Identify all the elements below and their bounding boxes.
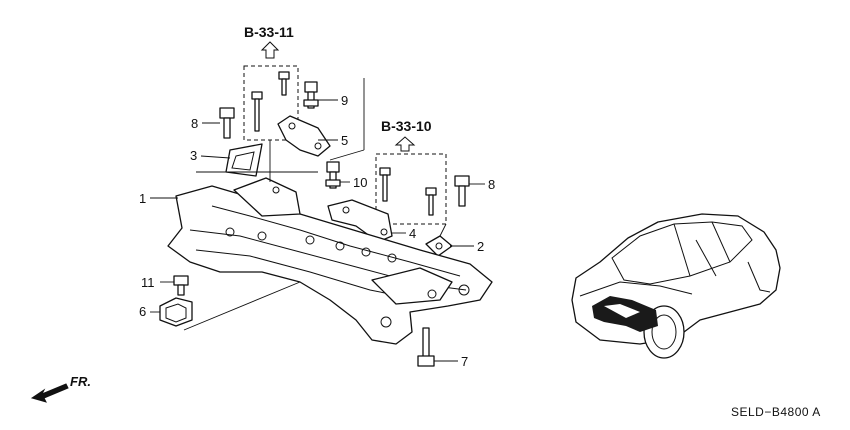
- callout-3: 3: [190, 148, 197, 163]
- bracket-3: [225, 143, 263, 177]
- diagram-code: SELD−B4800 A: [731, 405, 821, 419]
- bolt-upper-long: [251, 91, 263, 132]
- callout-7: 7: [461, 354, 468, 369]
- callout-6: 6: [139, 304, 146, 319]
- front-arrow-icon: [30, 383, 69, 403]
- front-direction: FR.: [30, 374, 91, 403]
- leader-lines: [150, 78, 485, 362]
- callout-11: 11: [141, 275, 155, 290]
- callout-4: 4: [409, 226, 416, 241]
- reference-label-upper: B-33-11: [244, 24, 294, 40]
- callout-numbers: 1 2 3 4 5 6 7 8 8 9 10 11: [139, 93, 495, 369]
- bracket-5: [277, 115, 331, 157]
- bolt-right-b: [425, 187, 437, 216]
- reference-b-33-10[interactable]: B-33-10: [375, 118, 447, 225]
- vehicle-locator: [571, 213, 781, 359]
- subframe-1: [167, 177, 493, 345]
- bolt-right-a: [379, 167, 391, 202]
- callout-9: 9: [341, 93, 348, 108]
- direction-label: FR.: [70, 374, 91, 389]
- bolt-upper-short: [278, 71, 290, 96]
- bolt-11: [173, 275, 189, 296]
- callout-1: 1: [139, 191, 146, 206]
- hardware-box-upper: [243, 65, 299, 141]
- callout-10: 10: [353, 175, 367, 190]
- callout-8-left: 8: [191, 116, 198, 131]
- stud-bolt-10: [325, 161, 341, 189]
- reference-label-right: B-33-10: [381, 118, 432, 134]
- arrow-up-icon: [394, 136, 416, 152]
- hardware-box-right: [375, 153, 447, 225]
- arrow-up-icon: [260, 41, 280, 59]
- reference-b-33-11[interactable]: B-33-11: [243, 24, 299, 141]
- callout-5: 5: [341, 133, 348, 148]
- bolt-7: [417, 327, 435, 367]
- callout-8-right: 8: [488, 177, 495, 192]
- mount-6: [159, 297, 193, 327]
- callout-2: 2: [477, 239, 484, 254]
- bolt-8-right: [454, 175, 470, 207]
- stud-bolt-9: [303, 81, 319, 109]
- bolt-8-left: [219, 107, 235, 139]
